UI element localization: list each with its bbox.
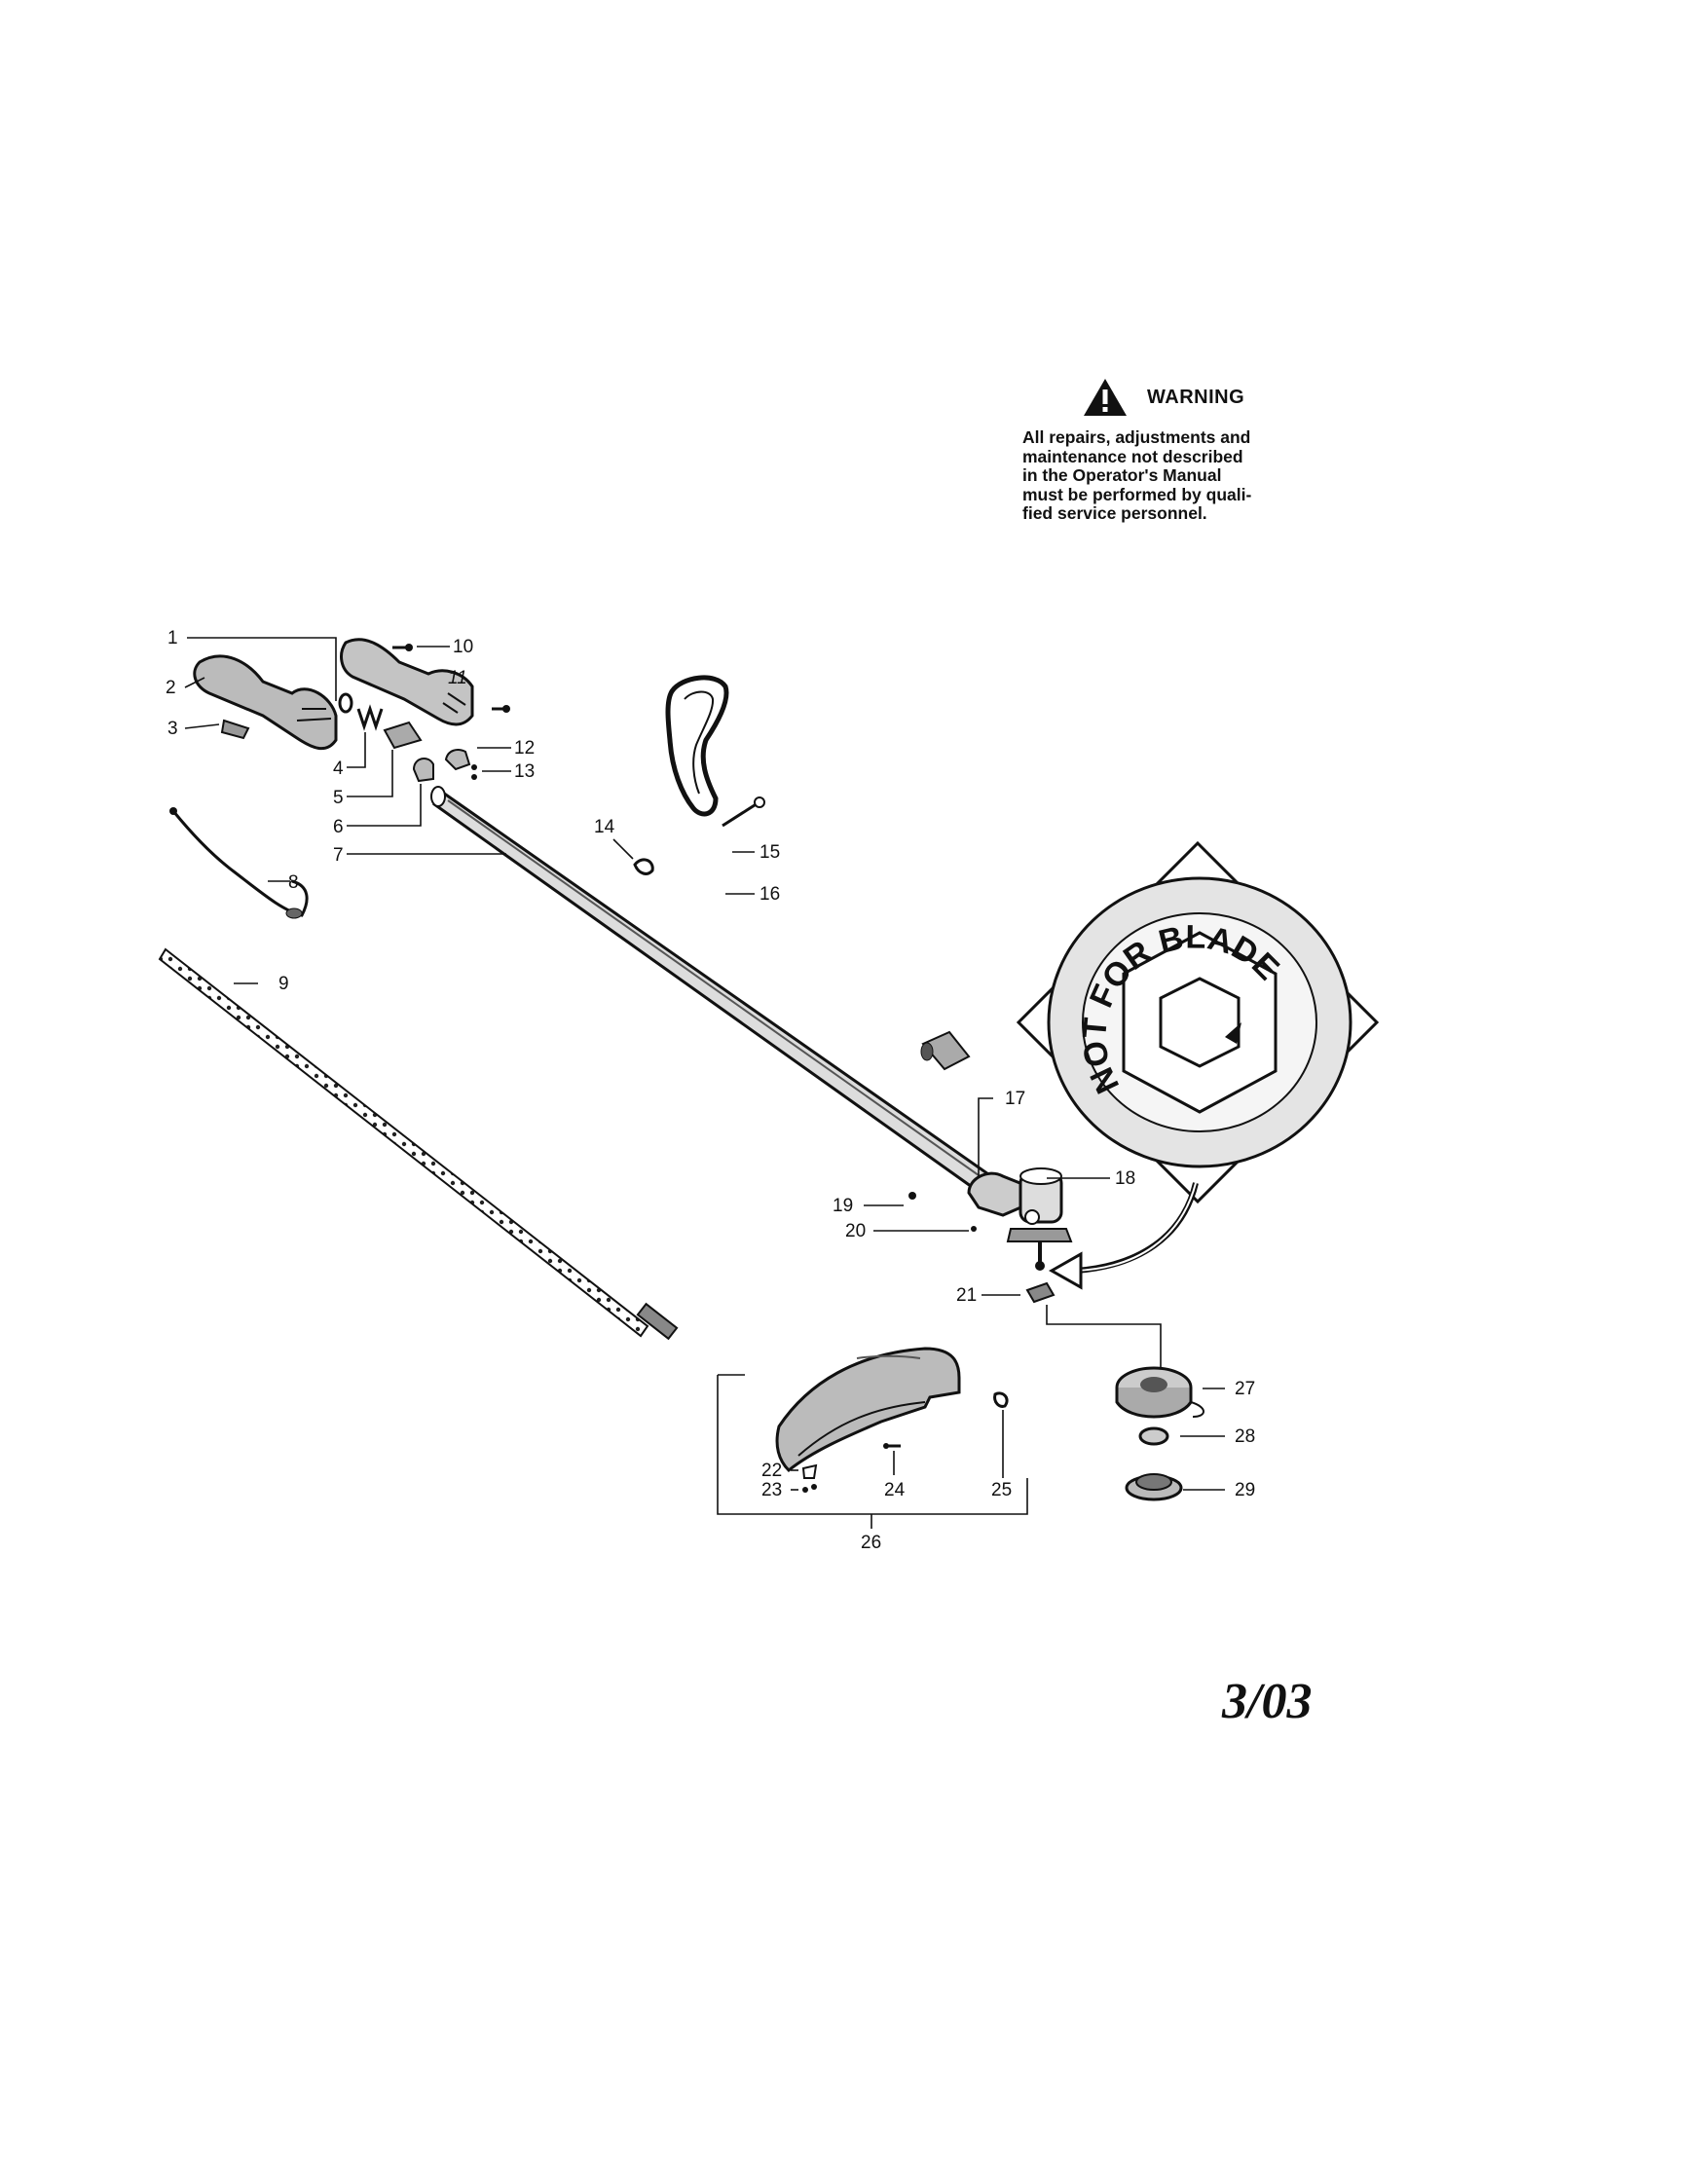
warning-text: All repairs, adjustments and maintenance…	[1022, 427, 1305, 524]
callout-18: 18	[1115, 1168, 1135, 1189]
nut-25	[993, 1391, 1009, 1408]
detail-arrow	[1048, 1182, 1199, 1290]
drive-cable	[158, 947, 679, 1341]
callout-8: 8	[288, 872, 299, 893]
warning-line: must be performed by quali-	[1022, 484, 1252, 504]
callout-7: 7	[333, 845, 344, 866]
callout-1: 1	[167, 628, 178, 648]
bracket-nut	[633, 858, 654, 875]
callout-19: 19	[833, 1196, 853, 1216]
screws-23	[802, 1484, 817, 1493]
bracket-screw	[722, 796, 765, 828]
trimmer-head	[1115, 1366, 1204, 1419]
callout-14: 14	[594, 817, 615, 837]
screw-10	[392, 644, 413, 651]
screw-19	[908, 1192, 916, 1200]
callout-22: 22	[761, 1461, 782, 1481]
warning-line: fied service personnel.	[1022, 503, 1207, 523]
clamp-lower	[412, 758, 434, 783]
revision-date: 3/03	[1222, 1674, 1313, 1729]
lever	[383, 721, 423, 750]
detail-inset: NOT FOR BLADE USE	[0, 0, 1380, 1204]
callout-27: 27	[1235, 1379, 1255, 1399]
debris-shield	[775, 1347, 961, 1473]
adapter-nut	[1025, 1281, 1056, 1304]
warning-line: in the Operator's Manual	[1022, 465, 1222, 485]
screw-24	[883, 1443, 901, 1449]
warning-triangle-icon	[1084, 379, 1127, 416]
shaft-tube	[430, 786, 993, 1197]
nuts-13	[471, 764, 477, 780]
callout-10: 10	[453, 637, 473, 657]
leader-lines	[184, 637, 1225, 1529]
handle-housing-left	[193, 654, 338, 751]
screw-right	[492, 705, 510, 713]
warning-line: maintenance not described	[1022, 446, 1243, 466]
washer	[338, 692, 353, 714]
clip-22	[801, 1463, 818, 1479]
throttle-cable	[169, 807, 309, 919]
clamp-upper	[444, 749, 471, 771]
warning-header: WARNING	[1083, 378, 1305, 417]
callout-21: 21	[956, 1285, 977, 1306]
screw-20	[971, 1226, 977, 1232]
warning-line: All repairs, adjustments and	[1022, 427, 1251, 447]
callout-15: 15	[759, 842, 780, 863]
callout-3: 3	[167, 719, 178, 739]
callout-29: 29	[1235, 1480, 1255, 1500]
spring	[356, 704, 384, 731]
callout-23: 23	[761, 1480, 782, 1500]
callout-20: 20	[845, 1221, 866, 1241]
callout-12: 12	[514, 738, 535, 759]
callout-11: 11	[448, 668, 467, 688]
throttle-trigger	[220, 719, 250, 740]
callout-17: 17	[1005, 1089, 1025, 1109]
callout-4: 4	[333, 759, 344, 779]
retainer-28	[1138, 1426, 1169, 1446]
warning-title: WARNING	[1147, 386, 1245, 408]
gearhead	[967, 1167, 1073, 1271]
callout-9: 9	[278, 974, 289, 994]
shaft-clamp	[920, 1030, 971, 1071]
callout-2: 2	[166, 678, 176, 698]
callout-26: 26	[861, 1533, 881, 1553]
callout-6: 6	[333, 817, 344, 837]
callout-24: 24	[884, 1480, 906, 1500]
barrier-bracket	[665, 675, 729, 817]
callout-numbers: 1 2 3 4 5 6 7 8 9 10 11 12 13 14 15 16 1…	[166, 628, 1255, 1553]
callout-16: 16	[759, 884, 780, 905]
callout-25: 25	[991, 1480, 1012, 1500]
warning-box: WARNING All repairs, adjustments and mai…	[1022, 378, 1305, 524]
handle-housing-right	[340, 638, 474, 726]
callout-5: 5	[333, 788, 344, 808]
knob-29	[1125, 1473, 1183, 1501]
callout-13: 13	[514, 761, 535, 782]
callout-28: 28	[1235, 1426, 1255, 1447]
